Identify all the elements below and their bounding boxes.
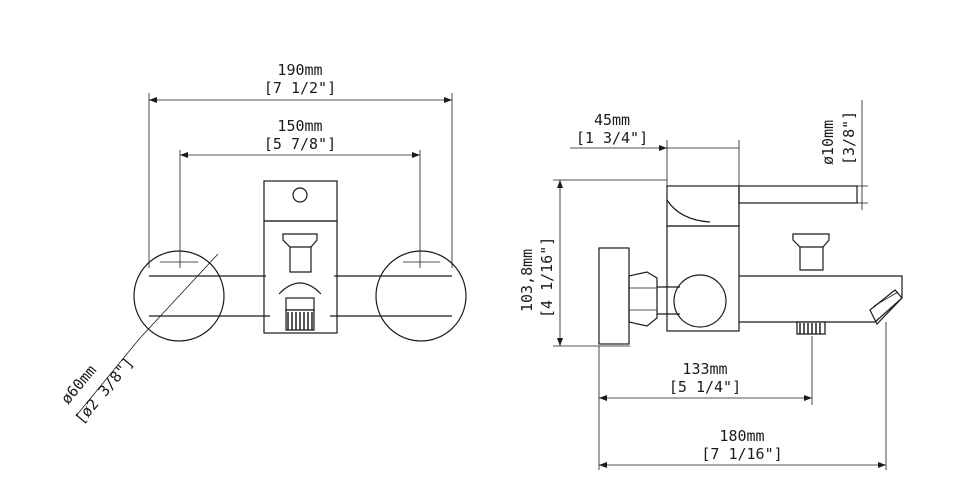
label-103mm: 103,8mm — [518, 249, 536, 312]
handle-block — [263, 180, 338, 222]
arrow-left — [149, 97, 157, 103]
arrow-up — [557, 180, 563, 188]
front-view: 190mm [7 1/2"] 150mm [5 7/8"] — [57, 61, 467, 428]
label-10mm: ø10mm — [819, 120, 837, 165]
outlet-nut — [285, 297, 315, 311]
spout-diverter-knob — [792, 233, 830, 248]
label-133mm: 133mm — [682, 360, 727, 378]
spout-thread-hatch — [799, 323, 821, 334]
left-flange — [133, 250, 225, 342]
arrow-right — [412, 152, 420, 158]
side-round-body — [673, 274, 727, 328]
thread-hatch — [287, 312, 313, 330]
label-180mm: 180mm — [719, 427, 764, 445]
arrow-left — [599, 462, 607, 468]
arrow-right — [804, 395, 812, 401]
outlet-arc — [278, 282, 322, 295]
arrow-45 — [659, 145, 667, 151]
label-150in: [5 7/8"] — [264, 135, 336, 153]
handle-cap-hole — [292, 187, 308, 203]
center-housing — [263, 220, 338, 334]
label-133in: [5 1/4"] — [669, 378, 741, 396]
label-45in: [1 3/4"] — [576, 129, 648, 147]
label-190in: [7 1/2"] — [264, 79, 336, 97]
side-handle-curve — [666, 199, 711, 223]
label-150mm: 150mm — [277, 117, 322, 135]
label-190mm: 190mm — [277, 61, 322, 79]
arrow-right — [444, 97, 452, 103]
arrow-down — [557, 338, 563, 346]
side-flange — [598, 247, 630, 345]
right-flange — [375, 250, 467, 342]
spout-outlet — [796, 321, 826, 335]
hex-nut — [628, 271, 658, 327]
arrow-right — [878, 462, 886, 468]
lever-rod — [738, 185, 858, 204]
label-180in: [7 1/16"] — [701, 445, 782, 463]
spout-aerator-line — [873, 291, 899, 307]
diverter-knob — [282, 233, 318, 248]
label-45mm: 45mm — [594, 111, 630, 129]
arrow-left — [599, 395, 607, 401]
diameter-leader-tail — [75, 337, 141, 417]
label-10in: [3/8"] — [840, 111, 858, 165]
side-handle-block — [666, 185, 740, 227]
label-103in: [4 1/16"] — [538, 237, 556, 318]
spout-diverter-stem — [799, 247, 824, 271]
mixer-body — [149, 275, 452, 317]
diverter-stem — [289, 247, 312, 273]
diameter-leader — [139, 253, 219, 339]
spout — [739, 275, 903, 323]
spout-aerator — [869, 289, 903, 326]
arrow-left — [180, 152, 188, 158]
side-view: 45mm [1 3/4"] ø10mm [3/8"] 103,8mm [4 1/… — [518, 100, 903, 470]
